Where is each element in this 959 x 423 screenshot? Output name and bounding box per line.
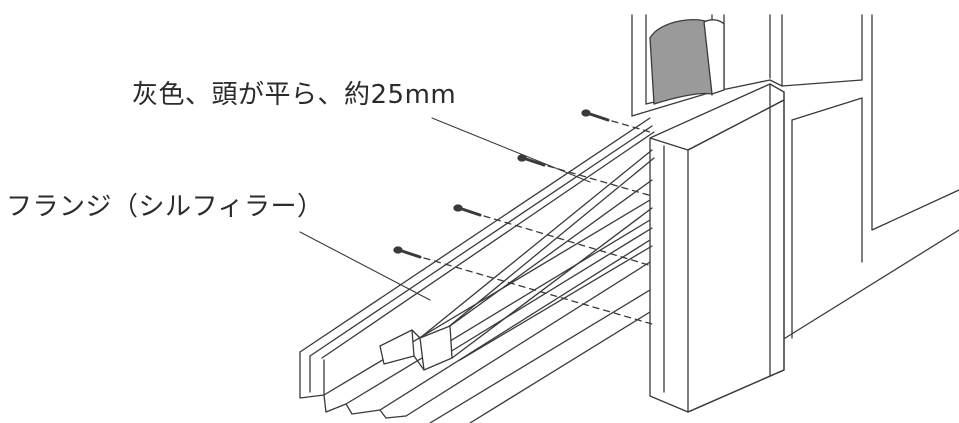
flange-leader-line	[299, 231, 431, 301]
sill-extrusion	[299, 117, 655, 423]
screw	[393, 246, 653, 325]
flange-callout-label: フランジ（シルフィラー）	[6, 192, 324, 222]
screw-leader-line	[431, 117, 591, 183]
door-frame	[631, 14, 959, 341]
jamb-block	[649, 83, 785, 413]
screw	[453, 204, 653, 267]
weatherstrip-tape	[649, 18, 725, 105]
screws	[393, 109, 653, 325]
screw	[581, 109, 651, 133]
screw-callout-label: 灰色、頭が平ら、約25mm	[132, 80, 457, 110]
